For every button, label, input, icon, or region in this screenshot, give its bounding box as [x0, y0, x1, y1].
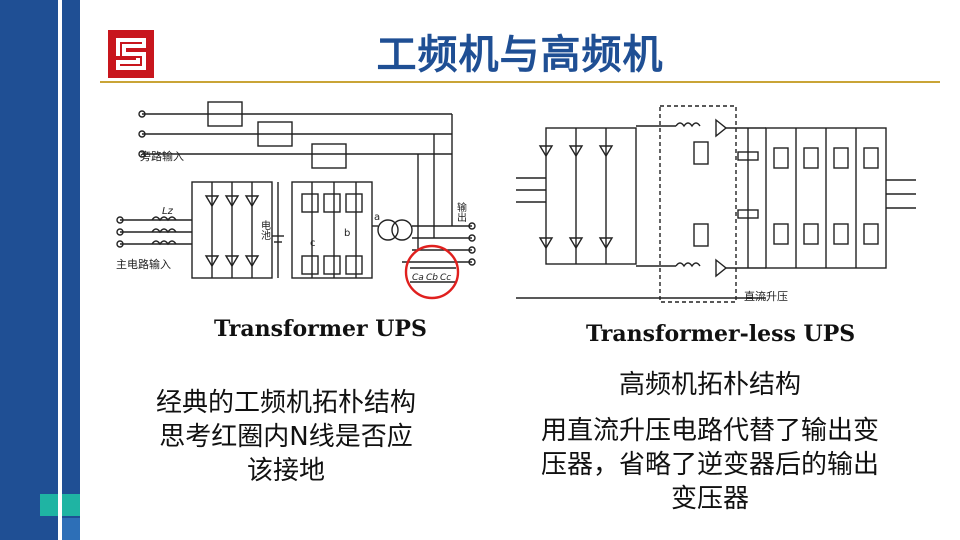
right-description: 高频机拓朴结构 用直流升压电路代替了输出变 压器，省略了逆变器后的输出 变压器 [490, 368, 930, 516]
node-label: a [374, 212, 380, 223]
transformerless-ups-diagram: 直流升压 [516, 98, 916, 310]
dc-boost-label: 直流升压 [744, 289, 788, 303]
left-figure-caption: Transformer UPS [214, 316, 427, 342]
right-description-line: 变压器 [670, 484, 749, 514]
cap-label: Cb [426, 273, 438, 283]
output-label: 输出 [455, 201, 467, 222]
corner-square [62, 518, 80, 540]
right-description-line: 用直流升压电路代替了输出变 [540, 416, 879, 446]
corner-square [40, 494, 58, 516]
bypass-input-label: 旁路输入 [140, 149, 184, 163]
battery-label: 电池 [259, 219, 271, 240]
left-description: 经典的工频机拓朴结构 思考红圈内N线是否应 该接地 [116, 386, 456, 488]
cap-label: Cc [440, 273, 451, 283]
right-subtitle: 高频机拓朴结构 [618, 370, 801, 400]
transformer-ups-diagram: Ca Cb Cc Lz 旁路输入 主电路输入 电池 输出 a b c [112, 96, 492, 308]
left-description-line: 该接地 [246, 456, 325, 486]
main-input-label: 主电路输入 [116, 257, 171, 271]
node-label: b [344, 228, 350, 239]
node-label: c [310, 238, 316, 249]
right-description-line: 压器，省略了逆变器后的输出 [540, 450, 879, 480]
left-accent-bar [0, 0, 58, 540]
left-description-line: 思考红圈内N线是否应 [159, 422, 413, 452]
title-divider [100, 81, 940, 83]
right-figure-caption: Transformer-less UPS [586, 321, 856, 347]
corner-square [62, 494, 80, 516]
page-title: 工频机与高频机 [376, 32, 664, 78]
cap-label: Ca [412, 273, 424, 283]
highlight-circle [404, 244, 460, 300]
company-logo [108, 30, 154, 78]
left-accent-bar-thin [62, 0, 80, 540]
left-description-line: 经典的工频机拓朴结构 [155, 388, 416, 418]
inductor-label: Lz [162, 206, 174, 217]
